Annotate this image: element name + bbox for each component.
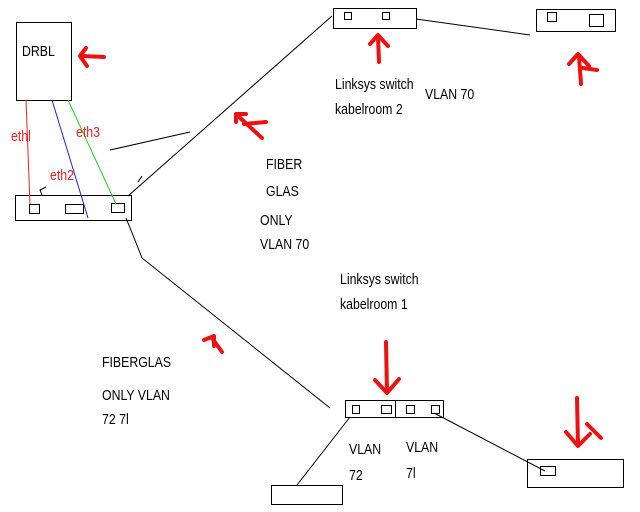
port-eth1 [29,204,40,214]
switch-room1-port-2 [381,405,392,414]
switch-room1-port-3 [406,405,415,414]
fiber-link-to-room2 [127,15,333,197]
fiber-top-line4: VLAN 70 [260,236,310,253]
vlan-right-line2: 7l [406,465,416,482]
fiber-top-line2: GLAS [266,183,299,200]
link-eth2 [51,99,89,219]
link-room1-to-vlan71-device [433,412,546,472]
arrow-down-icon [564,396,603,448]
fiber-label-pointer-top [109,131,191,151]
label-eth3: eth3 [76,124,100,141]
switch-room2-port-1 [344,12,352,20]
arrow-down-icon [373,340,401,395]
switch-room2-vlan: VLAN 70 [425,86,475,103]
fiber-top-line1: FIBER [266,156,303,173]
switch-room2-line2: kabelroom 2 [335,101,403,118]
switch-room2-port-2 [382,12,390,20]
fiber-top-line3: ONLY [260,212,293,229]
arrow-up-left-icon [234,112,268,140]
vlan71-device-port [540,466,556,476]
arrow-up-icon [567,52,599,86]
fiber-bottom-line3: 72 7l [102,411,129,428]
vlan70-device-port-2 [589,14,604,27]
switch-room1-line2: kabelroom 1 [340,296,408,313]
port-eth3 [111,203,125,213]
switch-room1-box [345,400,444,418]
fiber-link-to-room1 [125,217,331,409]
core-switch-box [15,195,132,221]
switch-room1-line1: Linksys switch [340,271,419,288]
arrow-up-left-icon [202,334,224,354]
vlan70-device-box [536,9,616,32]
vlan71-device-box [527,459,624,488]
vlan-right-line1: VLAN [406,439,439,456]
fiber-bottom-line2: ONLY VLAN [102,387,170,404]
port-eth2 [65,204,84,214]
vlan70-device-port-1 [547,12,557,22]
drbl-server-name: DRBL [22,43,55,60]
fiber-bottom-line1: FIBERGLAS [102,354,172,371]
label-eth1: ethl [11,128,31,145]
arrow-left-icon [78,46,106,68]
cable-tick [137,175,143,183]
drbl-server-box [16,22,72,101]
link-eth3 [67,99,117,205]
vlan-left-line2: 72 [349,467,363,484]
link-eth1 [25,99,31,205]
switch-room2-line1: Linksys switch [335,76,414,93]
label-eth2: eth2 [50,167,74,184]
switch-room1-port-4 [431,405,440,414]
link-room2-to-vlan70-device [415,18,531,36]
switch-room1-port-1 [352,405,360,414]
switch-room2-box [333,8,417,29]
link-room1-to-vlan72-device [296,416,351,486]
vlan72-device-box [271,485,343,505]
eth2-pointer [39,186,47,196]
arrow-up-icon [368,33,390,64]
vlan-left-line1: VLAN [349,441,382,458]
